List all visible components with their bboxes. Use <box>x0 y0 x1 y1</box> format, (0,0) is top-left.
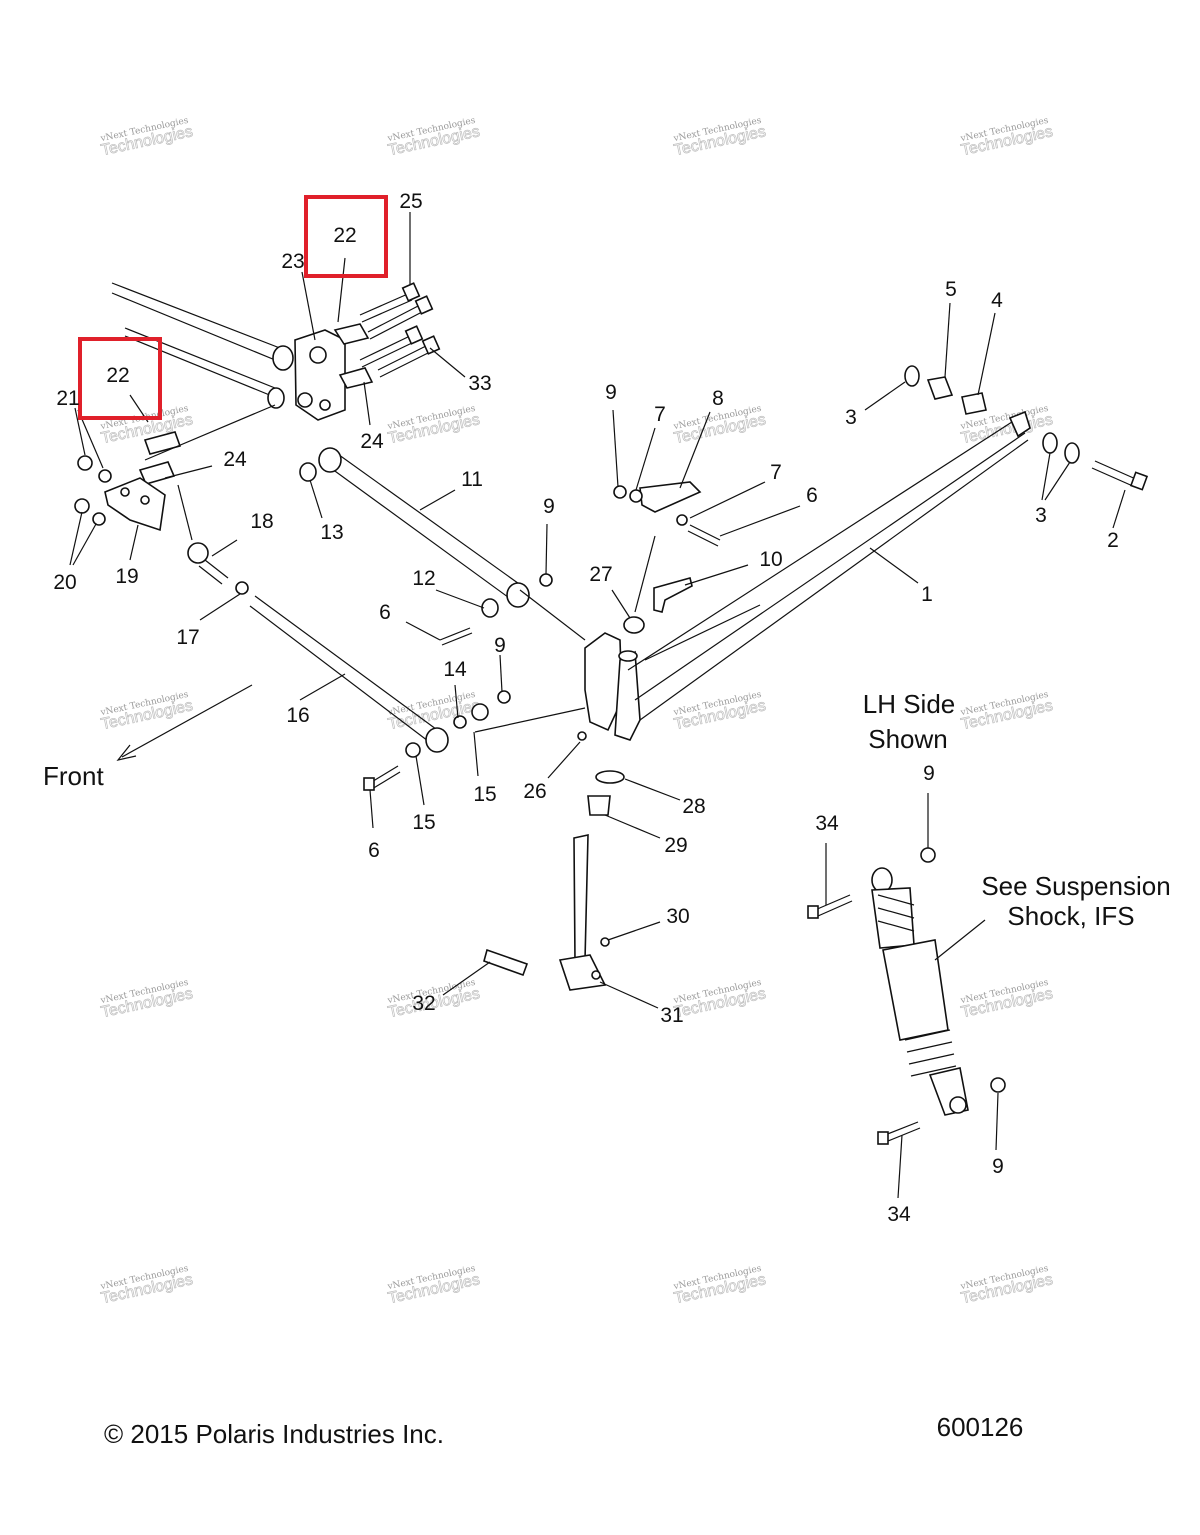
callout-label: 21 <box>56 387 79 410</box>
callout-label: 10 <box>759 548 782 571</box>
callout-label: 5 <box>945 278 957 301</box>
callout-label: 20 <box>53 571 76 594</box>
callout-label: 26 <box>523 780 546 803</box>
callout-label: 6 <box>368 839 380 862</box>
diagram-number: 600126 <box>937 1412 1024 1442</box>
callout-label: 34 <box>887 1203 911 1226</box>
callout-22-upper: 22 <box>333 224 356 247</box>
callout-label: 11 <box>461 468 483 491</box>
callout-labels: 22 22 25 23 33 24 21 24 20 19 18 13 11 1… <box>53 190 1119 1226</box>
callout-label: 9 <box>992 1155 1004 1178</box>
highlight-box-22-lower <box>78 337 162 420</box>
callout-label: 29 <box>664 834 687 857</box>
callout-label: 2 <box>1107 529 1119 552</box>
callout-label: 27 <box>589 563 612 586</box>
callout-label: 28 <box>682 795 705 818</box>
callout-label: 7 <box>770 461 782 484</box>
callout-label: 32 <box>412 992 435 1015</box>
callout-label: 9 <box>923 762 935 785</box>
callout-label: 9 <box>605 381 617 404</box>
part-drawings <box>74 282 1149 1145</box>
diagram-notes: Front LH Side Shown See Suspension Shock… <box>43 689 1171 1449</box>
callout-label: 12 <box>412 567 435 590</box>
callout-label: 25 <box>399 190 422 213</box>
callout-label: 33 <box>468 372 491 395</box>
callout-label: 30 <box>666 905 689 928</box>
callout-label: 34 <box>815 812 839 835</box>
callout-label: 3 <box>845 406 857 429</box>
highlight-box-22-upper <box>304 195 388 278</box>
callout-label: 7 <box>654 403 666 426</box>
lh-side-label-line1: LH Side <box>863 689 956 719</box>
copyright-text: © 2015 Polaris Industries Inc. <box>104 1419 444 1449</box>
callout-label: 15 <box>412 811 435 834</box>
callout-label: 17 <box>176 626 199 649</box>
callout-label: 1 <box>921 583 933 606</box>
callout-label: 4 <box>991 289 1003 312</box>
callout-22-lower: 22 <box>106 364 129 387</box>
callout-label: 24 <box>360 430 384 453</box>
callout-label: 19 <box>115 565 138 588</box>
see-shock-label-line1: See Suspension <box>981 871 1170 901</box>
callout-label: 3 <box>1035 504 1047 527</box>
callout-label: 15 <box>473 783 496 806</box>
see-shock-label-line2: Shock, IFS <box>1007 901 1134 931</box>
callout-label: 8 <box>712 387 724 410</box>
front-label: Front <box>43 761 104 791</box>
callout-label: 23 <box>281 250 304 273</box>
callout-label: 14 <box>443 658 467 681</box>
callout-label: 9 <box>543 495 555 518</box>
callout-label: 31 <box>660 1004 683 1027</box>
leader-lines <box>69 212 1126 1199</box>
callout-label: 13 <box>320 521 343 544</box>
callout-label: 24 <box>223 448 247 471</box>
lh-side-label-line2: Shown <box>868 724 948 754</box>
callout-label: 6 <box>379 601 391 624</box>
callout-label: 6 <box>806 484 818 507</box>
callout-label: 16 <box>286 704 309 727</box>
callout-label: 18 <box>250 510 273 533</box>
callout-label: 9 <box>494 634 506 657</box>
